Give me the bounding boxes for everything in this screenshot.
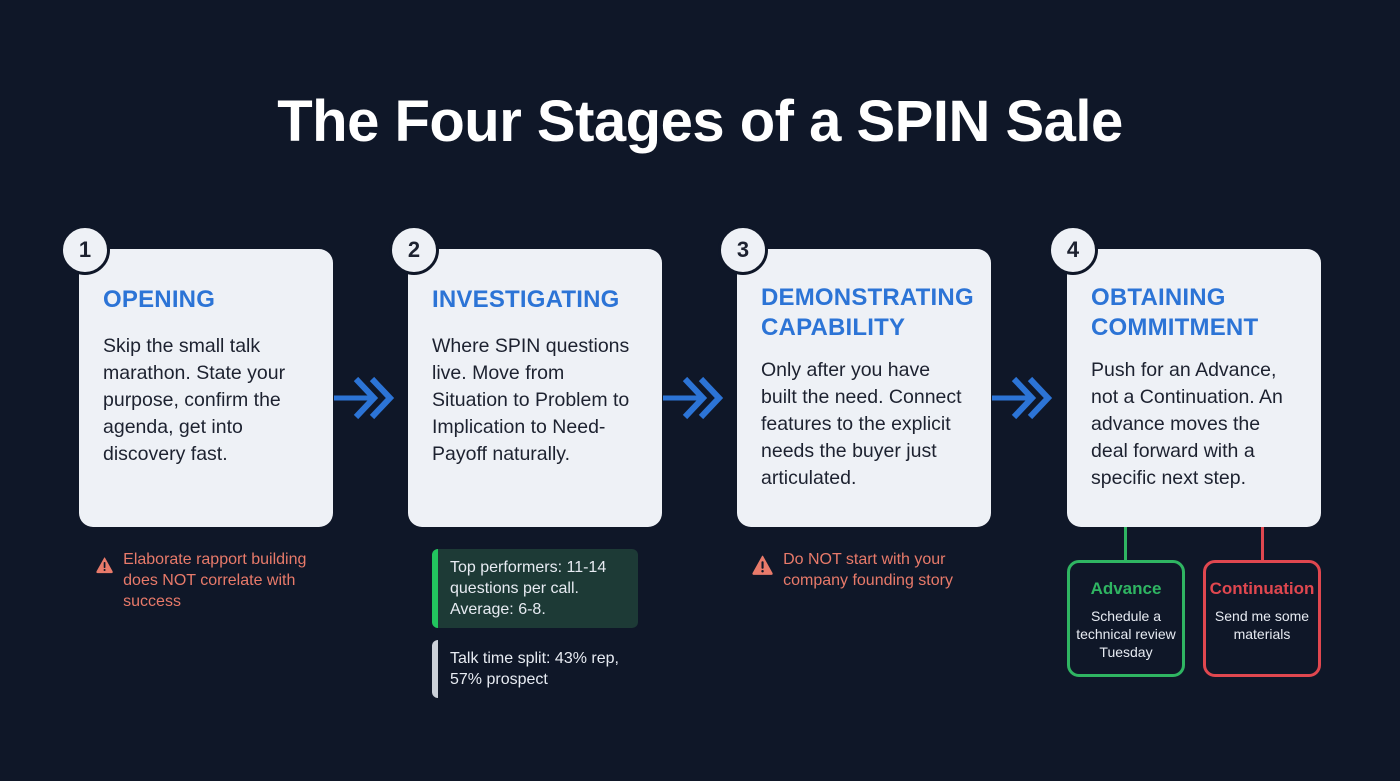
page-title: The Four Stages of a SPIN Sale bbox=[277, 89, 1123, 154]
stage-body: Where SPIN questions live. Move from Sit… bbox=[432, 335, 630, 465]
stage-card-demonstrating: DEMONSTRATING CAPABILITY Only after you … bbox=[737, 249, 991, 527]
double-chevron-arrow-icon bbox=[334, 376, 395, 420]
stage-card-opening: OPENING Skip the small talk marathon. St… bbox=[79, 249, 333, 527]
warning-text: Elaborate rapport building does NOT corr… bbox=[123, 551, 307, 610]
warning-triangle-icon bbox=[96, 557, 113, 574]
stage-heading: OBTAINING COMMITMENT bbox=[1091, 284, 1259, 341]
outcome-label: Continuation bbox=[1209, 579, 1315, 598]
double-chevron-arrow-icon bbox=[663, 376, 724, 420]
outcome-advance: Advance Schedule a technical review Tues… bbox=[1067, 560, 1185, 677]
stage-number-badge: 4 bbox=[1048, 225, 1098, 275]
stage-number-badge: 3 bbox=[718, 225, 768, 275]
stage-number-badge: 2 bbox=[389, 225, 439, 275]
warning-demonstrating: Do NOT start with your company founding … bbox=[752, 549, 992, 591]
stage-body: Skip the small talk marathon. State your… bbox=[103, 335, 286, 465]
stat-talk-time: Talk time split: 43% rep, 57% prospect bbox=[432, 640, 638, 698]
warning-opening: Elaborate rapport building does NOT corr… bbox=[96, 549, 336, 612]
stage-heading: DEMONSTRATING CAPABILITY bbox=[761, 284, 974, 341]
double-chevron-arrow-icon bbox=[992, 376, 1053, 420]
outcome-continuation: Continuation Send me some materials bbox=[1203, 560, 1321, 677]
stat-questions-per-call: Top performers: 11-14 questions per call… bbox=[432, 549, 638, 628]
stage-number-badge: 1 bbox=[60, 225, 110, 275]
warning-triangle-icon bbox=[752, 555, 773, 575]
stage-body: Push for an Advance, not a Continuation.… bbox=[1091, 359, 1283, 489]
outcome-example: Send me some materials bbox=[1214, 608, 1310, 642]
outcome-example: Schedule a technical review Tuesday bbox=[1076, 608, 1176, 660]
stage-card-obtaining: OBTAINING COMMITMENT Push for an Advance… bbox=[1067, 249, 1321, 527]
outcome-label: Advance bbox=[1090, 579, 1162, 598]
connector-line-advance bbox=[1124, 527, 1127, 561]
stage-heading: INVESTIGATING bbox=[432, 286, 620, 313]
connector-line-continuation bbox=[1261, 527, 1264, 561]
warning-text: Do NOT start with your company founding … bbox=[783, 551, 953, 589]
stage-card-investigating: INVESTIGATING Where SPIN questions live.… bbox=[408, 249, 662, 527]
stage-heading: OPENING bbox=[103, 286, 216, 313]
stage-body: Only after you have built the need. Conn… bbox=[761, 359, 962, 489]
